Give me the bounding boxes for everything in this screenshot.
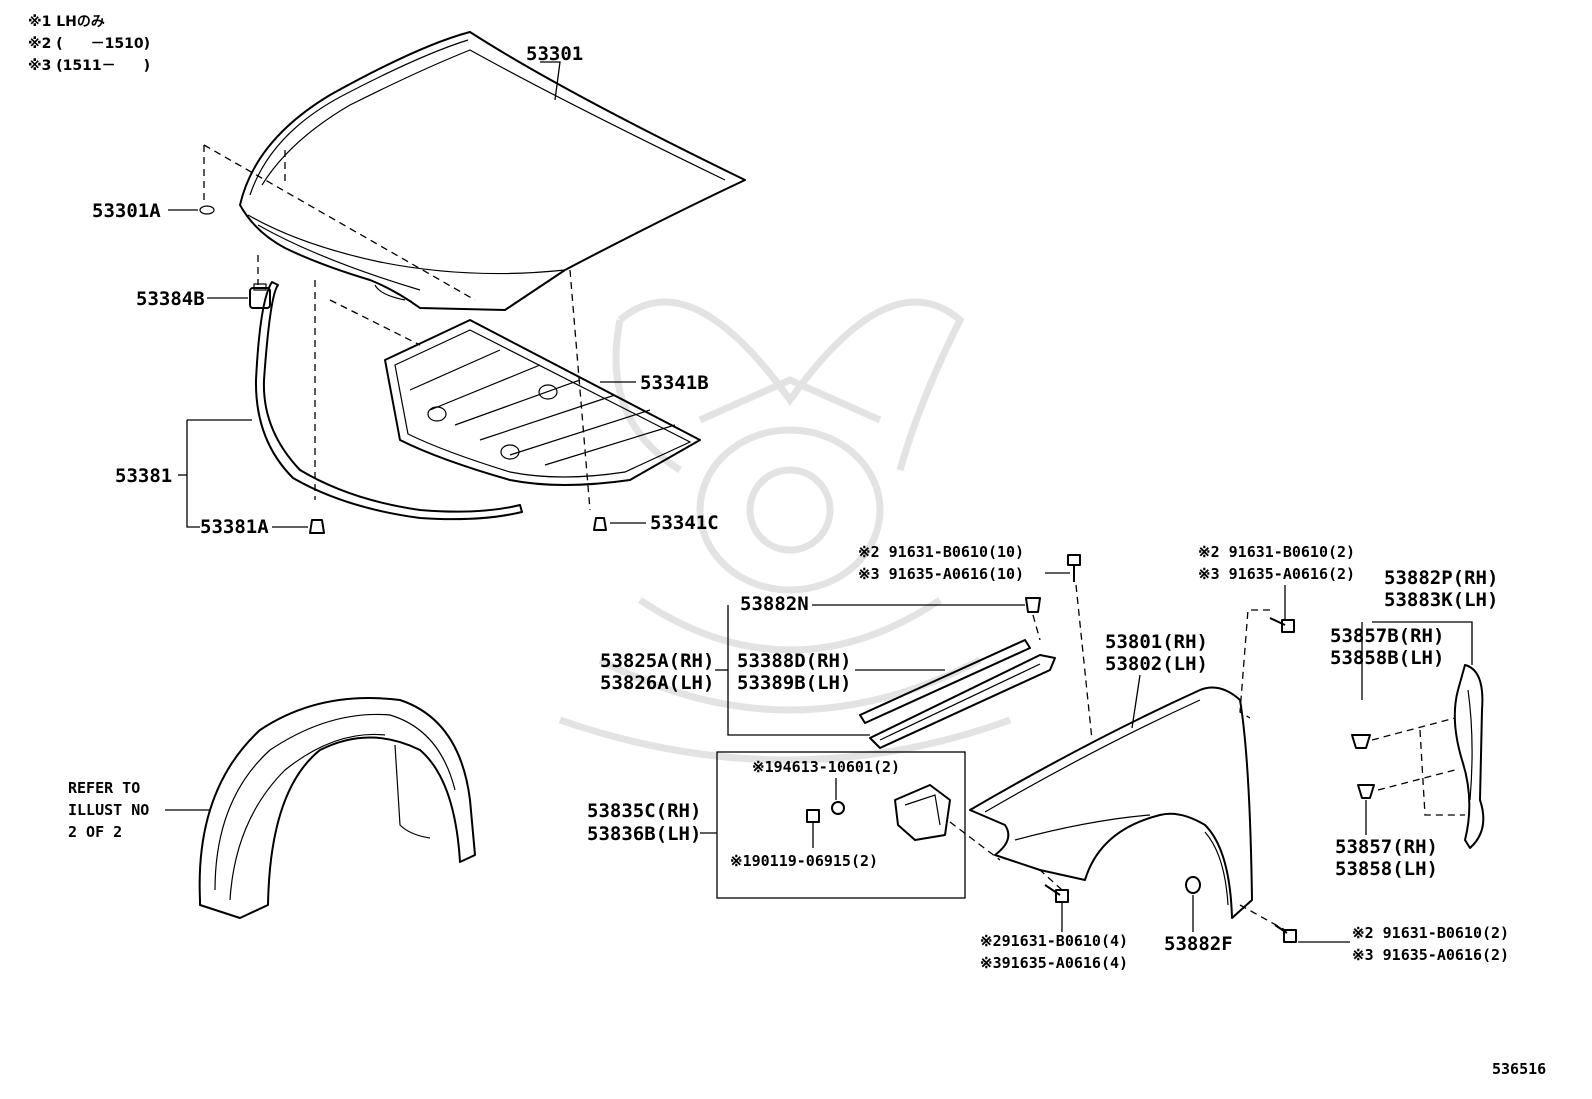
label-bracket-lh: 53836B(LH): [587, 823, 701, 845]
label-refer-1: REFER TO: [68, 779, 140, 797]
label-hood-weatherstrip-clip: 53381A: [200, 516, 269, 538]
label-bolt-right-b: ※3 91635-A0616(2): [1198, 565, 1355, 583]
label-fender-seal-lh: 53826A(LH): [600, 672, 714, 694]
label-bolt-right-a: ※2 91631-B0610(2): [1198, 543, 1355, 561]
bolt-right-part: [1269, 617, 1295, 633]
seal-857-part: [1357, 784, 1375, 799]
hood-part: [239, 31, 746, 311]
label-hood: 53301: [526, 43, 583, 65]
label-bolt-br-b: ※3 91635-A0616(2): [1352, 946, 1509, 964]
note-3: ※3 (1511－ ): [28, 58, 150, 74]
label-bracket-rh: 53835C(RH): [587, 800, 701, 822]
label-insulator-clip: 53341C: [650, 512, 719, 534]
label-protector-rh: 53882P(RH): [1384, 567, 1498, 589]
label-bolt-top-b: ※3 91635-A0616(10): [858, 565, 1024, 583]
label-clip-53882n: 53882N: [740, 593, 809, 615]
insulator-part: [384, 319, 701, 486]
nut-part: [831, 801, 845, 815]
fender-seal-part: [859, 639, 1056, 749]
label-fender-seal-rh: 53825A(RH): [600, 650, 714, 672]
bolt-bottom-part: [1044, 884, 1069, 903]
fender-liner-part: [198, 697, 476, 919]
note-2: ※2 ( －1510): [28, 36, 150, 52]
bolt-bottom-right-part: [1274, 924, 1297, 943]
clip-53882n-part: [1025, 597, 1041, 613]
hood-seal-part: [199, 205, 215, 215]
label-insulator: 53341B: [640, 372, 709, 394]
label-protector-lh: 53883K(LH): [1384, 589, 1498, 611]
label-seal-857-rh: 53857(RH): [1335, 836, 1438, 858]
note-1: ※1 LHのみ: [28, 14, 105, 30]
seal-857b-part: [1351, 734, 1371, 749]
bracket-part: [894, 784, 951, 841]
label-screw: ※190119-06915(2): [730, 852, 878, 870]
label-refer-2: ILLUST NO: [68, 801, 149, 819]
label-bolt-bottom-b: ※391635-A0616(4): [980, 954, 1128, 972]
hood-weatherstrip-part: [254, 281, 523, 521]
bolt-top-part: [1067, 554, 1081, 582]
insulator-clip-part: [593, 517, 607, 531]
label-refer-3: 2 OF 2: [68, 823, 122, 841]
label-hood-seal: 53301A: [92, 200, 161, 222]
bracket-group-box: [716, 751, 966, 899]
label-bolt-bottom-a: ※291631-B0610(4): [980, 932, 1128, 950]
label-nut: ※194613-10601(2): [752, 758, 900, 776]
label-seal-rh: 53388D(RH): [737, 650, 851, 672]
cushion-part: [249, 283, 271, 309]
label-bolt-top-a: ※2 91631-B0610(10): [858, 543, 1024, 561]
protector-part: [1453, 664, 1485, 849]
label-seal-lh: 53389B(LH): [737, 672, 851, 694]
label-seal-858b-lh: 53858B(LH): [1330, 647, 1444, 669]
label-seal-857b-rh: 53857B(RH): [1330, 625, 1444, 647]
label-grommet: 53882F: [1164, 933, 1233, 955]
screw-part: [806, 809, 820, 823]
diagram-number: 536516: [1492, 1060, 1546, 1078]
label-hood-weatherstrip: 53381: [115, 465, 172, 487]
watermark-emblem: [558, 298, 1012, 764]
label-fender-lh: 53802(LH): [1105, 653, 1208, 675]
label-bolt-br-a: ※2 91631-B0610(2): [1352, 924, 1509, 942]
label-seal-858-lh: 53858(LH): [1335, 858, 1438, 880]
label-fender-rh: 53801(RH): [1105, 631, 1208, 653]
fender-part: [969, 686, 1253, 919]
label-cushion: 53384B: [136, 288, 205, 310]
hood-weatherstrip-clip-part: [309, 519, 325, 534]
grommet-part: [1185, 876, 1201, 894]
